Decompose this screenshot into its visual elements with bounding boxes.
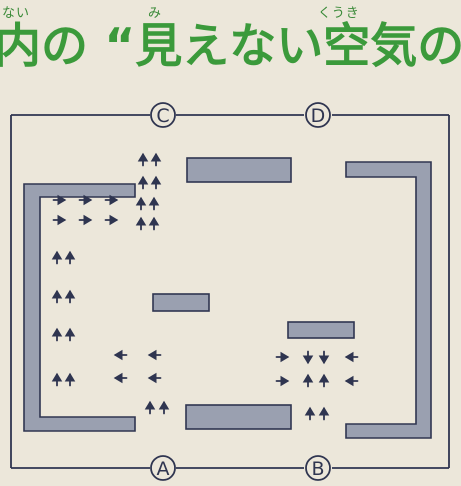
wall-top-middle — [186, 157, 292, 183]
gate-a: A — [150, 455, 176, 481]
wall-bottom-middle — [185, 404, 292, 430]
wall-right-inner-block — [287, 321, 355, 339]
gate-b: B — [305, 455, 331, 481]
furigana-row: ない み くうき — [0, 0, 461, 22]
furigana-mi: み — [148, 6, 163, 21]
gate-d-label: D — [311, 105, 326, 127]
gate-c-label: C — [156, 105, 169, 127]
gate-c: C — [150, 102, 176, 128]
page-title: 内の “見えない空気の — [0, 19, 461, 74]
wall-center-block — [152, 293, 210, 312]
gate-d: D — [305, 102, 331, 128]
furigana-kuuki: くうき — [318, 6, 360, 21]
wall-right-bracket — [345, 161, 432, 439]
gate-a-label: A — [157, 458, 170, 480]
outer-boundary — [10, 114, 450, 469]
gate-b-label: B — [311, 458, 324, 480]
furigana-nai: ない — [2, 6, 31, 21]
wall-left-bracket — [23, 183, 136, 432]
